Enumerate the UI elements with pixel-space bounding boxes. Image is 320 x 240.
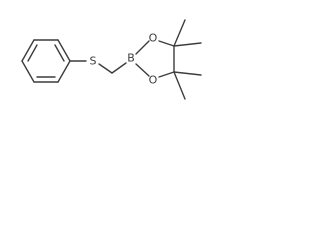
boron-atom-label: B xyxy=(127,52,135,65)
methyl-c5-right xyxy=(173,71,202,76)
chemical-structure-diagram: S B O O xyxy=(21,19,202,100)
methyl-c4-right xyxy=(173,42,202,47)
bond-boron-oxygen-bottom xyxy=(135,63,150,77)
ring-double-bond-2 xyxy=(54,44,65,62)
oxygen-bottom-atom-label: O xyxy=(149,74,158,87)
methyl-c4-up xyxy=(173,19,186,47)
oxygen-top-atom-label: O xyxy=(149,32,158,45)
ring-bond-6 xyxy=(21,60,35,83)
ring-bond-4 xyxy=(57,60,71,83)
bond-oxygen-bottom-c5 xyxy=(158,71,175,78)
bond-oxygen-top-c4 xyxy=(158,40,175,47)
ring-double-bond-1 xyxy=(27,44,38,62)
methyl-c5-down xyxy=(173,71,186,100)
sulfur-atom-label: S xyxy=(90,55,97,68)
molecule-canvas: S B O O xyxy=(0,0,237,121)
benzene-ring xyxy=(21,39,71,83)
bond-boron-oxygen-top xyxy=(135,40,150,55)
bond-sulfur-ch2 xyxy=(98,63,113,74)
bond-ch2-boron xyxy=(111,62,127,74)
ring-bond-1 xyxy=(21,39,35,62)
ring-bond-3 xyxy=(57,39,71,62)
